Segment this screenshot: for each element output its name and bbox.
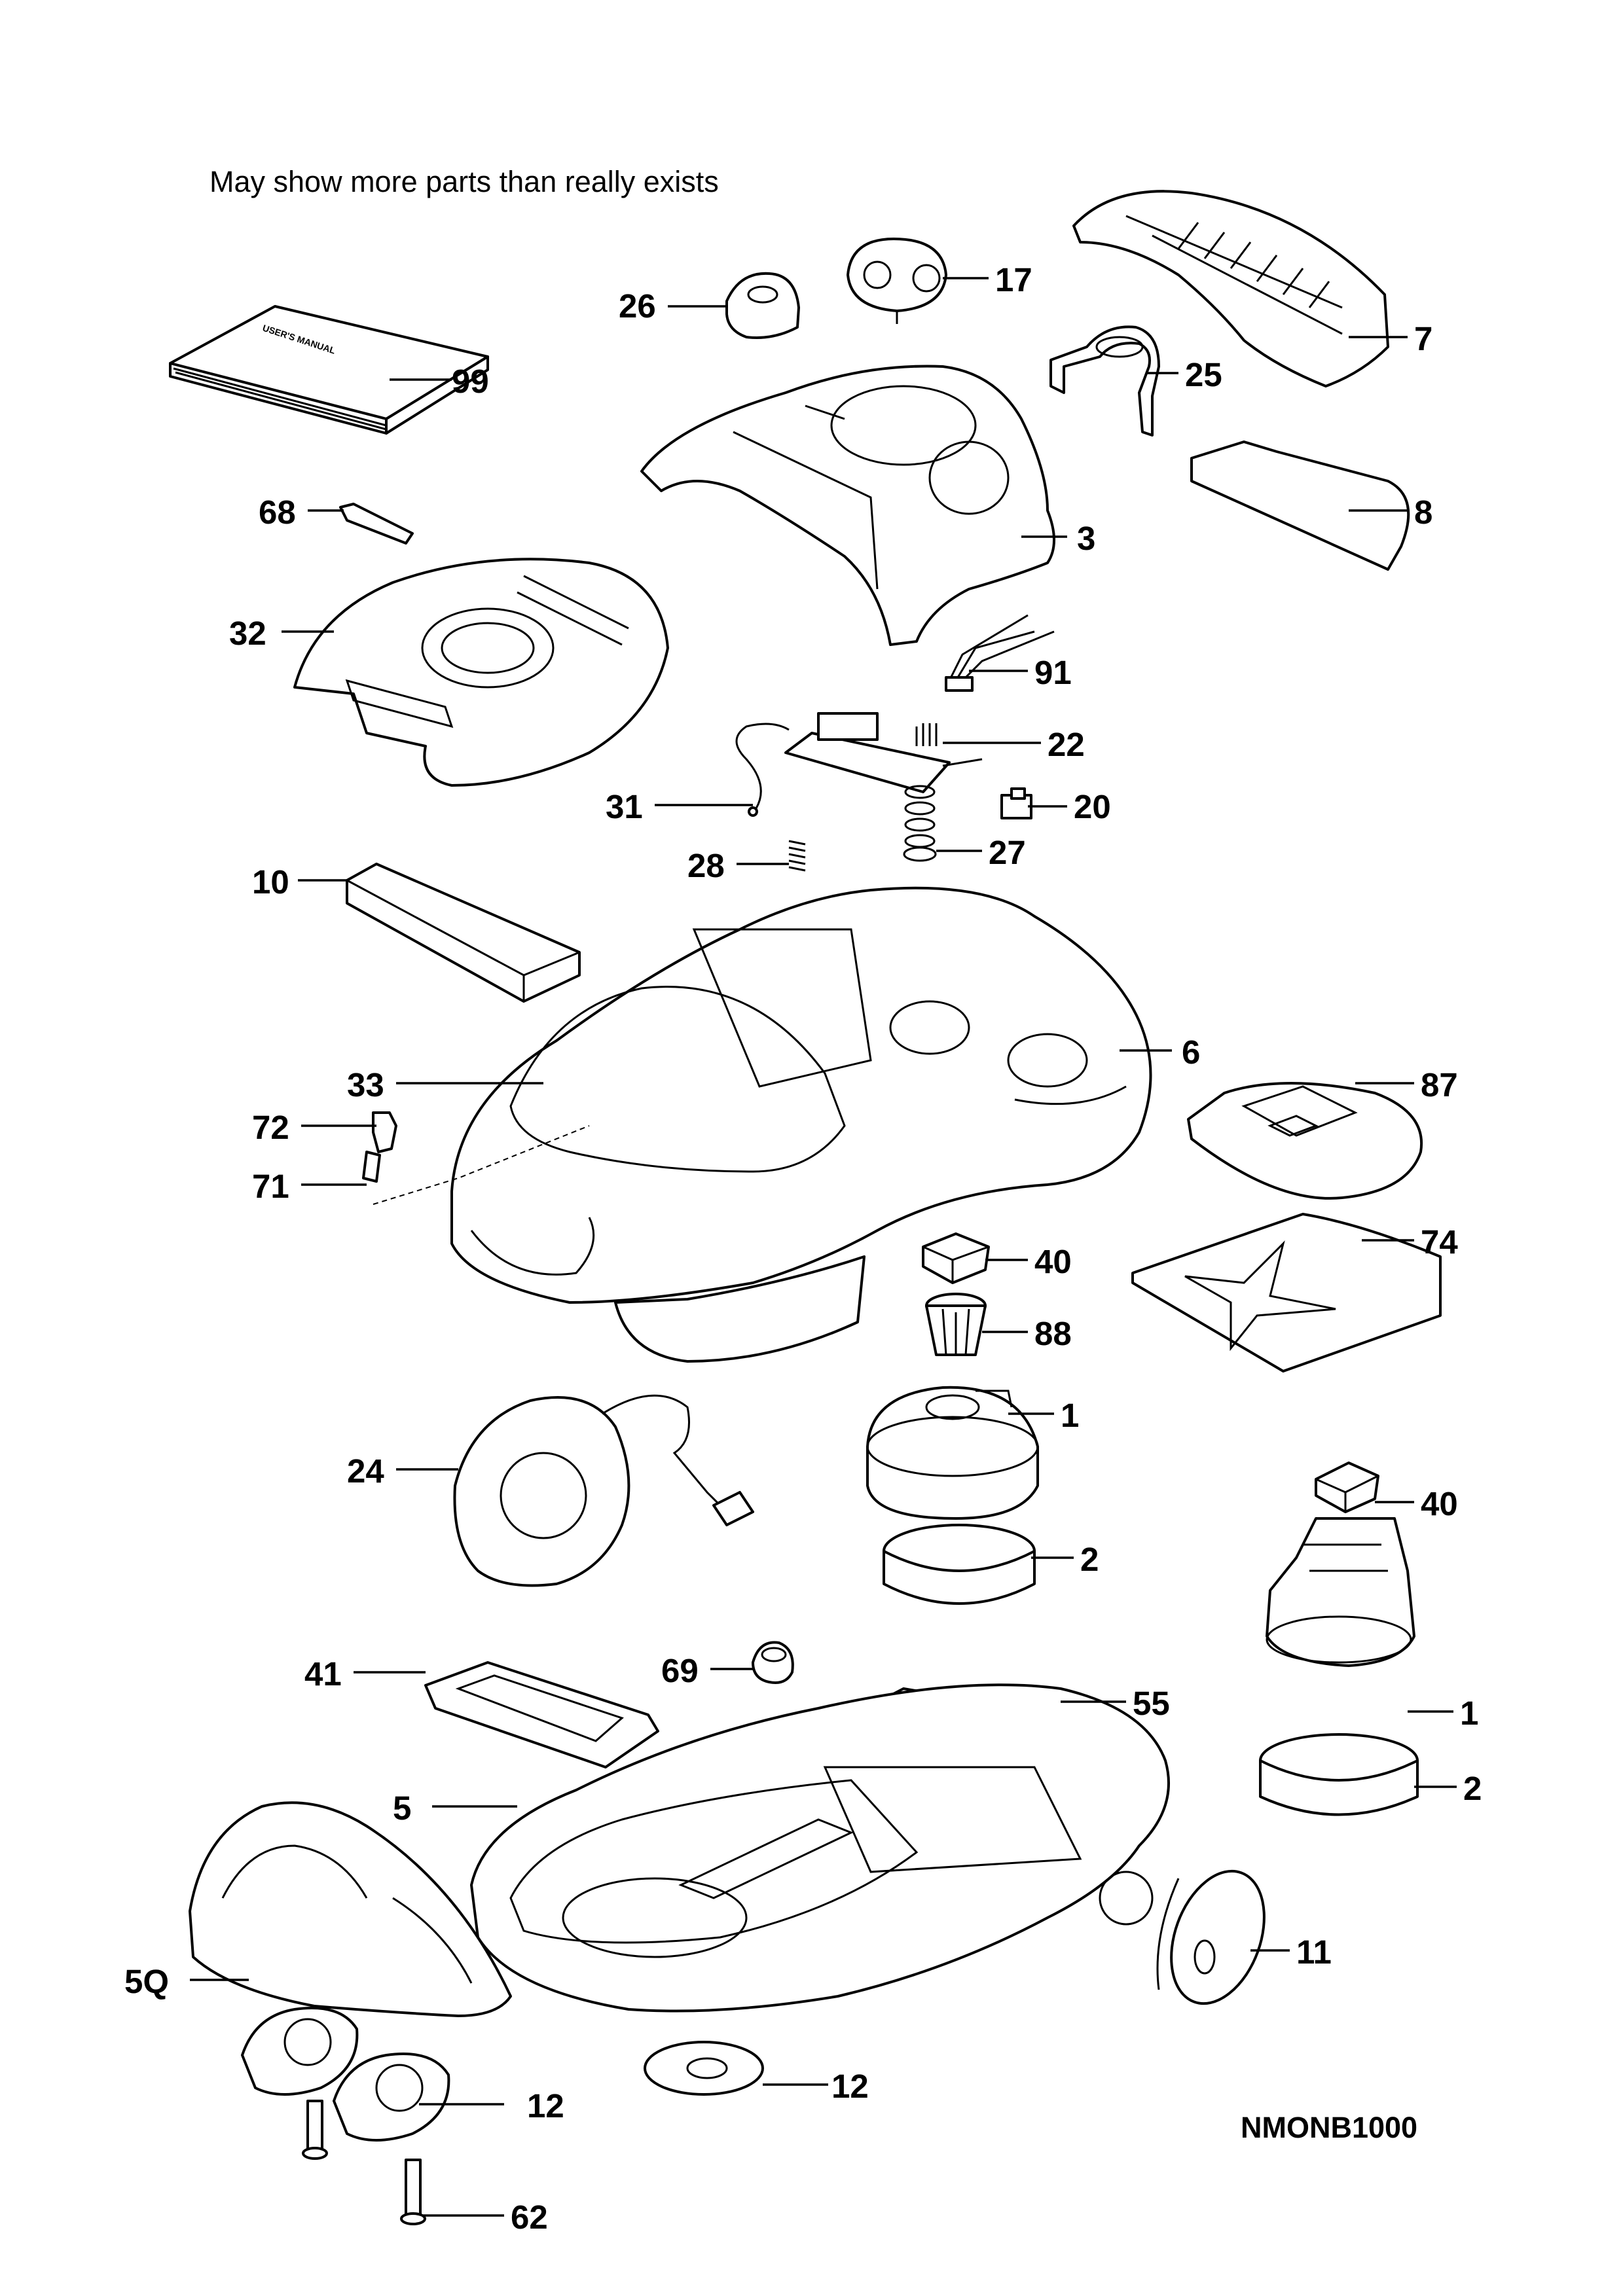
part-8-plate (1190, 440, 1410, 571)
part-5q-bumper (189, 1801, 512, 2017)
callout-32: 32 (229, 615, 266, 652)
part-69-plug (752, 1641, 794, 1684)
part-20-switch (1000, 787, 1032, 819)
part-1-motor-right (1266, 1517, 1415, 1667)
part-22-circuit-board (784, 712, 983, 793)
callout-33: 33 (347, 1066, 384, 1103)
callout-12-left: 12 (527, 2087, 564, 2125)
callout-99: 99 (452, 363, 489, 400)
callout-8: 8 (1414, 493, 1432, 531)
diagram-note: May show more parts than really exists (210, 165, 719, 198)
part-5-base (470, 1683, 1170, 2013)
callout-25: 25 (1185, 356, 1222, 393)
callout-22: 22 (1048, 726, 1085, 763)
callout-24: 24 (347, 1452, 384, 1490)
part-28-spring (788, 840, 806, 872)
part-40-cap-upper (922, 1232, 990, 1284)
callout-26: 26 (619, 287, 656, 325)
part-3-upper-housing (640, 365, 1055, 646)
part-24-cable-reel (453, 1394, 754, 1587)
callout-87: 87 (1421, 1066, 1458, 1103)
callout-5: 5 (393, 1789, 411, 1827)
callout-11: 11 (1296, 1933, 1332, 1971)
callout-17: 17 (995, 261, 1032, 298)
part-7-top-cover (1072, 190, 1389, 387)
callout-71: 71 (252, 1168, 289, 1205)
part-32-lid (293, 558, 669, 787)
part-12-castor-center (644, 2041, 764, 2096)
part-27-spring (903, 785, 937, 862)
callout-3: 3 (1077, 520, 1095, 557)
callout-91: 91 (1034, 654, 1072, 691)
callout-6: 6 (1182, 1033, 1200, 1071)
part-99-manual: USER'S MANUAL (169, 305, 489, 435)
callout-55: 55 (1133, 1685, 1170, 1722)
callout-62: 62 (511, 2198, 548, 2236)
callout-10: 10 (252, 863, 289, 901)
part-2-ring-right (1259, 1733, 1419, 1816)
callout-27: 27 (989, 834, 1026, 871)
callout-72: 72 (252, 1109, 289, 1146)
callout-7: 7 (1414, 320, 1432, 357)
callout-69: 69 (661, 1652, 699, 1689)
part-31-cable (735, 723, 790, 817)
part-62-screw-b (400, 2159, 426, 2225)
part-12-castor-left-a (241, 2007, 359, 2096)
callout-2-center: 2 (1080, 1541, 1099, 1578)
part-11-wheel (1156, 1869, 1266, 2005)
callout-12-center: 12 (831, 2068, 869, 2105)
callout-41: 41 (304, 1655, 342, 1693)
part-88-fan (925, 1293, 987, 1356)
part-40-cap-right (1315, 1462, 1379, 1513)
callout-40-upper: 40 (1034, 1243, 1072, 1280)
diagram-code: NMONB1000 (1241, 2111, 1418, 2144)
part-71-bracket (362, 1151, 381, 1183)
part-25-bracket (1049, 325, 1160, 437)
part-41-gasket (424, 1661, 659, 1768)
callout-1-center: 1 (1061, 1397, 1079, 1434)
callout-5q: 5Q (124, 1963, 169, 2000)
part-74-pad (1131, 1213, 1442, 1372)
leader-lines (190, 277, 1457, 2217)
part-68-pin (339, 503, 414, 545)
callout-20: 20 (1074, 788, 1111, 825)
callout-31: 31 (606, 788, 643, 825)
part-91-wires (945, 614, 1055, 692)
part-12-castor-left-b (333, 2053, 450, 2142)
part-26-knob (725, 272, 800, 339)
part-62-screw-a (302, 2100, 328, 2160)
part-87-holder (1187, 1082, 1423, 1200)
callout-74: 74 (1421, 1223, 1458, 1261)
callout-28: 28 (687, 847, 725, 884)
callout-2-right: 2 (1463, 1770, 1482, 1807)
callout-88: 88 (1034, 1315, 1072, 1352)
part-17-dome (847, 238, 947, 324)
part-1-motor-center (866, 1386, 1039, 1520)
part-72-latch (372, 1111, 397, 1153)
part-10-filter (346, 863, 581, 1003)
part-2-ring-center (883, 1524, 1036, 1605)
callout-68: 68 (259, 493, 296, 531)
callout-40-right: 40 (1421, 1485, 1458, 1522)
callout-1-right: 1 (1460, 1695, 1478, 1732)
